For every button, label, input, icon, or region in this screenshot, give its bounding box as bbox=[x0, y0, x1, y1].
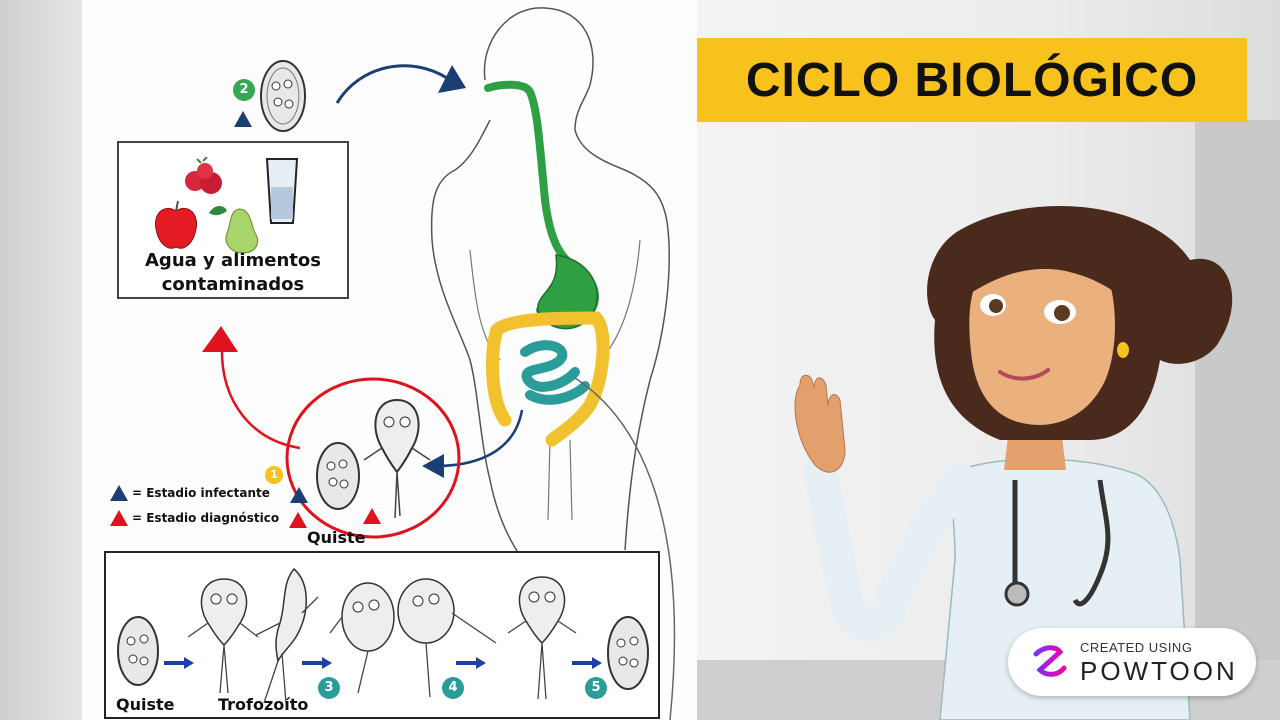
watermark-created-text: CREATED USING bbox=[1080, 640, 1193, 655]
legend-infective: = Estadio infectante bbox=[110, 480, 279, 505]
life-stage-sequence: Quiste Trofozoíto 3 4 5 bbox=[104, 551, 660, 719]
doctor-face bbox=[969, 242, 1115, 425]
food-box-label-line2: contaminados bbox=[161, 274, 305, 295]
large-intestine bbox=[485, 311, 610, 447]
stethoscope bbox=[1012, 479, 1111, 607]
diagnostic-stage-marker-troph bbox=[363, 508, 381, 524]
sequence-trophozoite-1 bbox=[187, 578, 259, 694]
stage-badge-1: 1 bbox=[265, 466, 283, 484]
food-box-label-line1: Agua y alimentos bbox=[145, 250, 321, 271]
body-outline bbox=[430, 7, 670, 581]
legend-diagnostic: = Estadio diagnóstico bbox=[110, 505, 279, 530]
stomach bbox=[537, 254, 598, 330]
arrow-from-intestine-head bbox=[422, 454, 444, 478]
cyst-highlight-icon bbox=[316, 442, 360, 510]
doctor-arm bbox=[803, 453, 977, 643]
powtoon-logo-icon bbox=[1033, 645, 1067, 677]
cyst-top-icon bbox=[260, 60, 306, 132]
food-box-label: Agua y alimentos contaminados bbox=[119, 249, 347, 297]
sequence-cyst-start bbox=[117, 616, 159, 686]
cyst-label: Quiste bbox=[307, 528, 366, 547]
legend-diagnostic-text: = Estadio diagnóstico bbox=[132, 510, 280, 525]
human-body-illustration bbox=[430, 7, 676, 720]
sequence-label-cyst: Quiste bbox=[116, 695, 175, 714]
trophozoite-highlight-icon bbox=[363, 398, 431, 519]
contaminated-food-box: Agua y alimentos contaminados bbox=[117, 141, 349, 299]
arrow-to-mouth-head bbox=[438, 65, 466, 93]
legend-diagnostic-marker bbox=[110, 509, 128, 526]
exit-line bbox=[574, 377, 676, 720]
arrow-from-intestine bbox=[439, 409, 524, 468]
powtoon-watermark: CREATED USING POWTOON bbox=[1008, 628, 1256, 696]
doctor-earring bbox=[1117, 342, 1129, 358]
sequence-trophozoite-3 bbox=[507, 576, 577, 700]
background-wall-left bbox=[0, 0, 82, 720]
stage-badge-3: 3 bbox=[318, 677, 340, 699]
legend-infective-marker bbox=[110, 484, 128, 501]
sequence-label-trophozoite: Trofozoíto bbox=[218, 695, 309, 714]
glass-of-water-icon bbox=[265, 158, 299, 224]
doctor-hair-front bbox=[960, 228, 1146, 320]
arrow-to-mouth bbox=[335, 64, 448, 104]
doctor-hand bbox=[794, 374, 846, 473]
room-door bbox=[1195, 120, 1280, 670]
legend: = Estadio infectante = Estadio diagnósti… bbox=[110, 480, 279, 530]
body-inner-lines bbox=[469, 239, 641, 521]
stethoscope-chestpiece bbox=[1004, 581, 1030, 607]
apple-icon bbox=[154, 201, 198, 249]
stage-badge-4: 4 bbox=[442, 677, 464, 699]
watermark-brand-text: POWTOON bbox=[1080, 656, 1238, 686]
sequence-cyst-end bbox=[607, 616, 649, 690]
sequence-trophozoite-2 bbox=[255, 567, 319, 704]
small-intestine bbox=[520, 340, 590, 405]
sequence-arrows bbox=[164, 657, 602, 669]
raspberries-icon bbox=[185, 157, 222, 194]
doctor-mouth bbox=[998, 368, 1050, 381]
stage-badge-5: 5 bbox=[585, 677, 607, 699]
sequence-illustration bbox=[117, 567, 649, 704]
sequence-dividing bbox=[329, 578, 497, 698]
diagnostic-stage-marker-cyst bbox=[289, 512, 307, 528]
pear-icon bbox=[209, 206, 259, 254]
stage-badge-2: 2 bbox=[233, 79, 255, 101]
cycle-arrows bbox=[202, 64, 524, 478]
title-banner: CICLO BIOLÓGICO bbox=[697, 38, 1247, 122]
arrow-to-food bbox=[220, 351, 301, 450]
infective-stage-marker-cyst bbox=[290, 487, 308, 503]
infective-stage-marker bbox=[234, 111, 252, 127]
arrow-to-food-head bbox=[202, 326, 238, 352]
page-title: CICLO BIOLÓGICO bbox=[745, 53, 1199, 107]
legend-infective-text: = Estadio infectante bbox=[132, 485, 270, 500]
highlight-circle bbox=[285, 377, 461, 539]
